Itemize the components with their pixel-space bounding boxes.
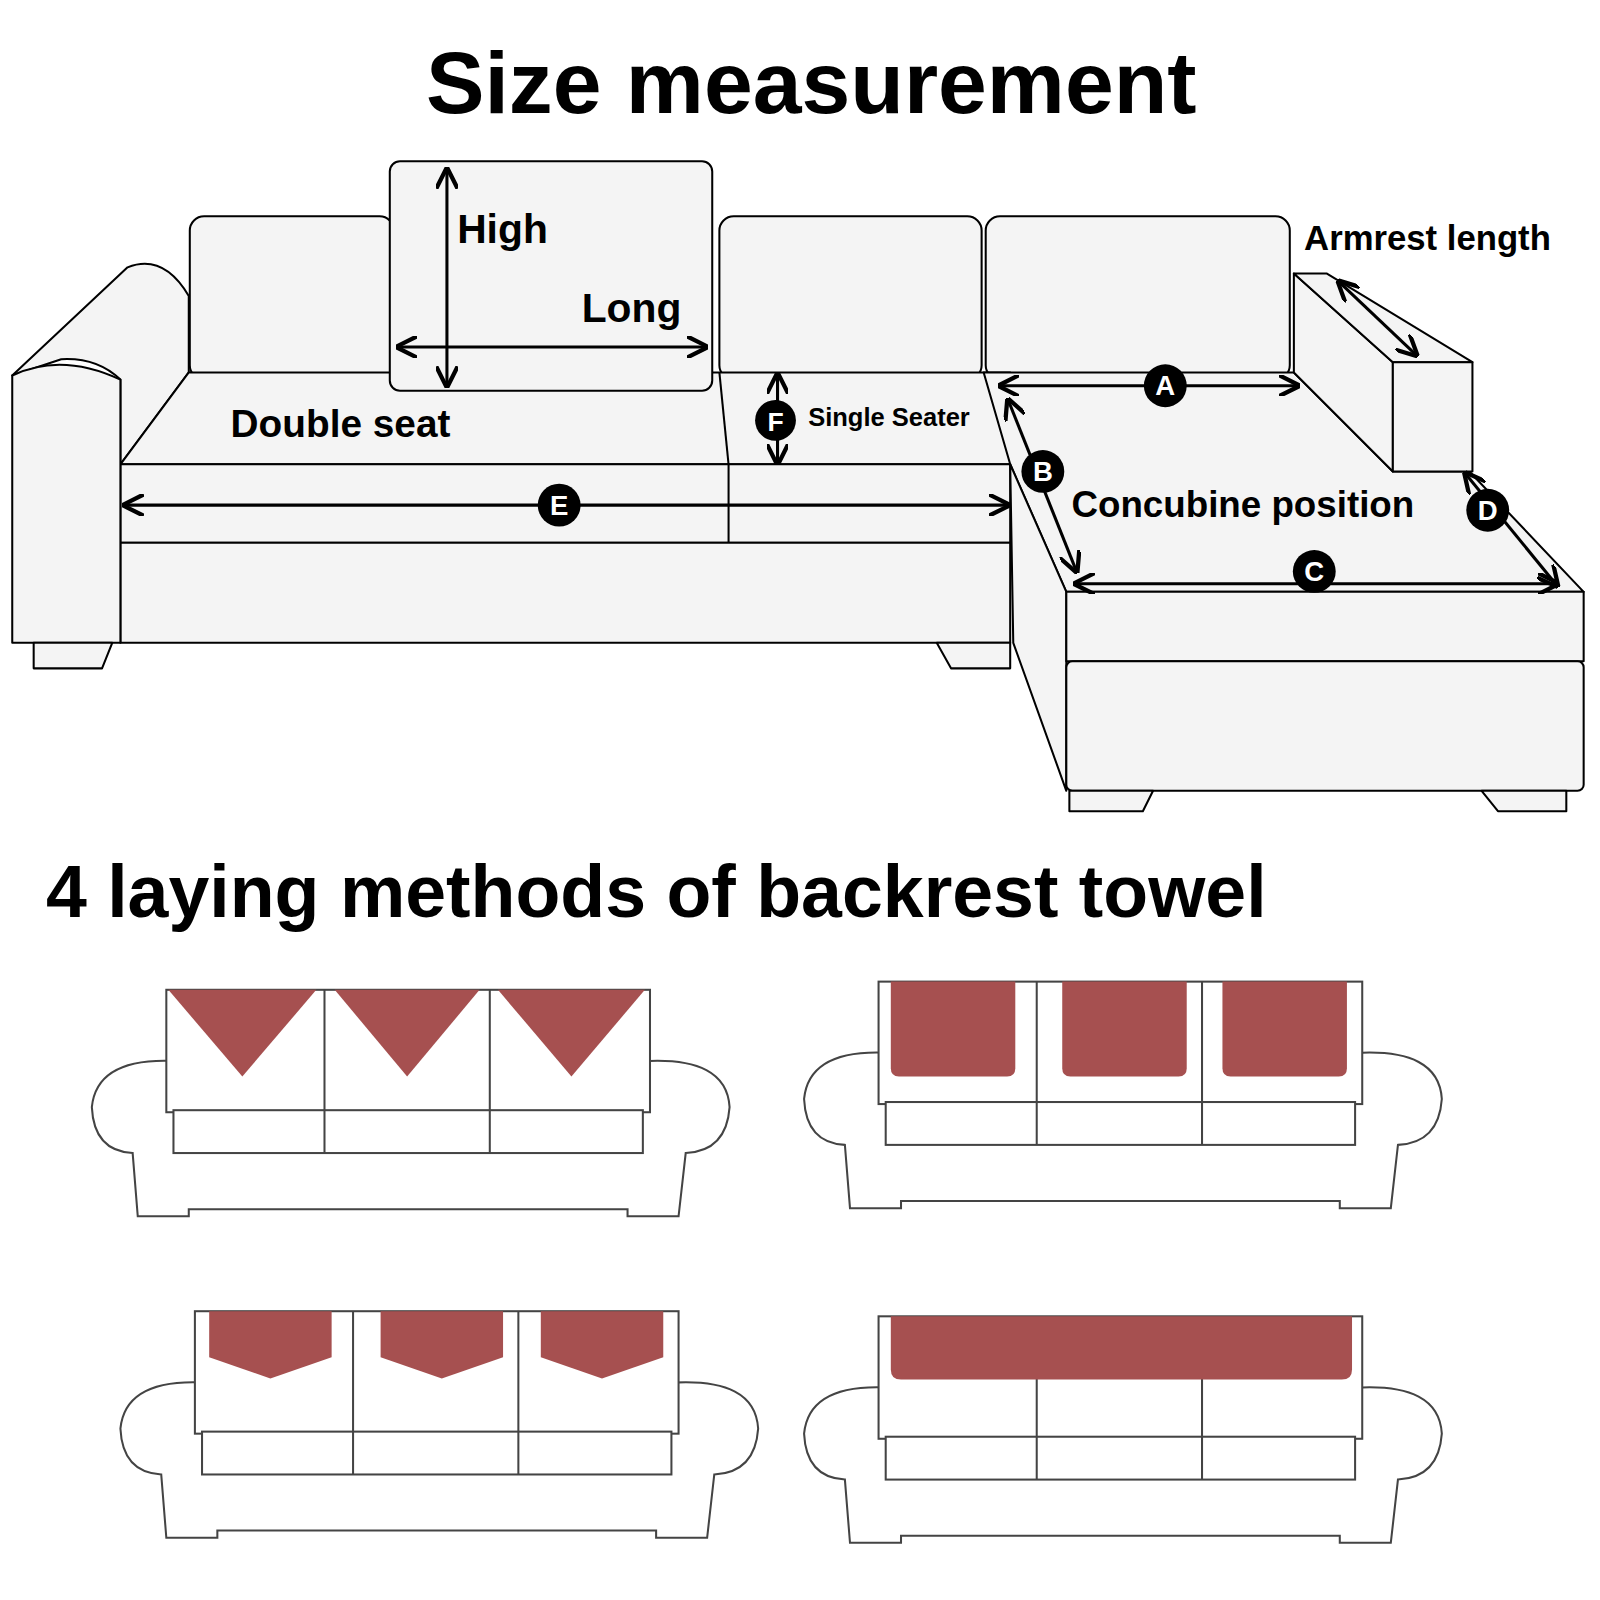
- part-label: Single Seater: [808, 404, 970, 430]
- backrest-towel: [381, 1311, 503, 1378]
- dimension-label: High: [457, 208, 548, 249]
- small-sofa: [92, 990, 730, 1217]
- sofa-seat: [886, 1102, 1355, 1145]
- cushion-divider: [323, 990, 325, 1153]
- callout-number: F: [767, 408, 783, 435]
- title: Size measurement: [426, 39, 1197, 127]
- sofa-back: [195, 1311, 679, 1433]
- callout-number: C: [1304, 559, 1324, 587]
- cushion-divider: [352, 1311, 354, 1474]
- small-sofa: [804, 1316, 1442, 1543]
- backrest-towel: [498, 990, 645, 1077]
- part-label: Concubine position: [1071, 487, 1414, 524]
- section-heading: 4 laying methods of backrest towel: [46, 855, 1267, 928]
- sofa-seat: [202, 1432, 671, 1475]
- sofa-seat: [173, 1110, 642, 1153]
- backrest-towel: [541, 1311, 663, 1378]
- cushion-divider: [1036, 982, 1038, 1145]
- dimension-label: Long: [582, 288, 682, 329]
- callout-number: A: [1155, 373, 1175, 401]
- small-sofa: [804, 982, 1442, 1209]
- sofa-back: [879, 1316, 1363, 1438]
- callout-number: E: [550, 492, 568, 520]
- backrest-towel: [209, 1311, 331, 1378]
- backrest-towel: [891, 1316, 1352, 1379]
- backrest-towel: [891, 982, 1015, 1077]
- sofa-seat: [886, 1437, 1355, 1480]
- cushion-divider: [489, 990, 491, 1153]
- callout-number: D: [1478, 497, 1498, 525]
- small-sofa: [120, 1311, 758, 1538]
- backrest-towel: [335, 990, 480, 1077]
- backrest-towel: [1062, 982, 1186, 1077]
- part-label: Double seat: [231, 404, 451, 443]
- callout-number: B: [1033, 459, 1053, 487]
- cushion-divider: [517, 1311, 519, 1474]
- dimension-label: Armrest length: [1304, 220, 1551, 255]
- backrest-towel: [1222, 982, 1346, 1077]
- cushion-divider: [1201, 982, 1203, 1145]
- sofa-back: [166, 990, 650, 1112]
- backrest-towel: [168, 990, 316, 1077]
- sofa-back: [879, 982, 1363, 1104]
